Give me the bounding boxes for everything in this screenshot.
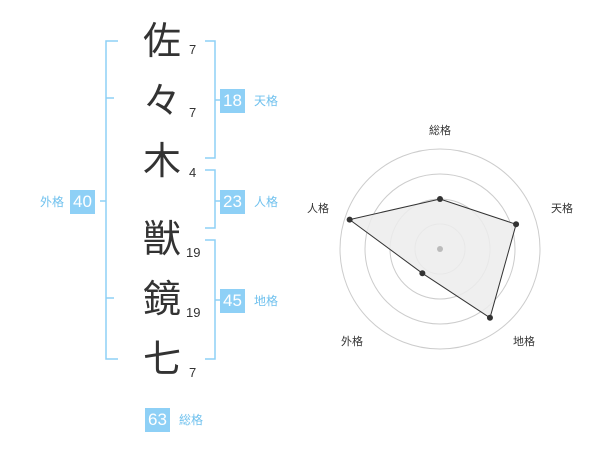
radar-ring-4 (339, 148, 541, 350)
radar-ring-3 (364, 173, 516, 325)
name-char-3: 木 (142, 139, 181, 183)
jinkaku-label: 人格 (254, 195, 279, 209)
radar-label-tenkaku: 天格 (551, 201, 573, 215)
name-char-4: 獣 (142, 217, 181, 261)
name-char-1: 佐 (142, 19, 181, 63)
jinkaku-bracket (205, 169, 216, 229)
name-char-2: 々 (142, 79, 181, 123)
radar-shape (348, 198, 517, 319)
stroke-count-6: 7 (189, 365, 197, 380)
chikaku-value: 45 (220, 289, 245, 313)
radar-label-soukaku: 総格 (429, 123, 451, 137)
tenkaku-value: 18 (220, 89, 245, 113)
chikaku-label: 地格 (254, 294, 279, 308)
gaikaku-bracket (105, 40, 118, 360)
stroke-count-4: 19 (186, 245, 201, 260)
radar-point-2 (513, 221, 520, 228)
radar-label-chikaku: 地格 (513, 334, 535, 348)
name-char-5: 鏡 (142, 277, 181, 321)
radar-center (437, 246, 443, 252)
radar-point-4 (419, 270, 426, 277)
soukaku-label: 総格 (179, 413, 204, 427)
stroke-count-1: 7 (189, 42, 197, 57)
radar-point-5 (346, 216, 353, 223)
stroke-count-5: 19 (186, 305, 201, 320)
tenkaku-label: 天格 (254, 94, 279, 108)
radar-point-3 (486, 314, 493, 321)
gaikaku-label: 外格 (40, 195, 65, 209)
soukaku-value: 63 (145, 408, 170, 432)
stroke-count-3: 4 (189, 165, 197, 180)
radar-label-jinkaku: 人格 (307, 201, 329, 215)
stroke-count-2: 7 (189, 105, 197, 120)
radar-label-gaikaku: 外格 (341, 334, 363, 348)
radar-points (346, 196, 520, 321)
radar-point-1 (437, 196, 443, 202)
name-char-6: 七 (142, 337, 181, 381)
gaikaku-value: 40 (70, 190, 95, 214)
jinkaku-value: 23 (220, 190, 245, 214)
